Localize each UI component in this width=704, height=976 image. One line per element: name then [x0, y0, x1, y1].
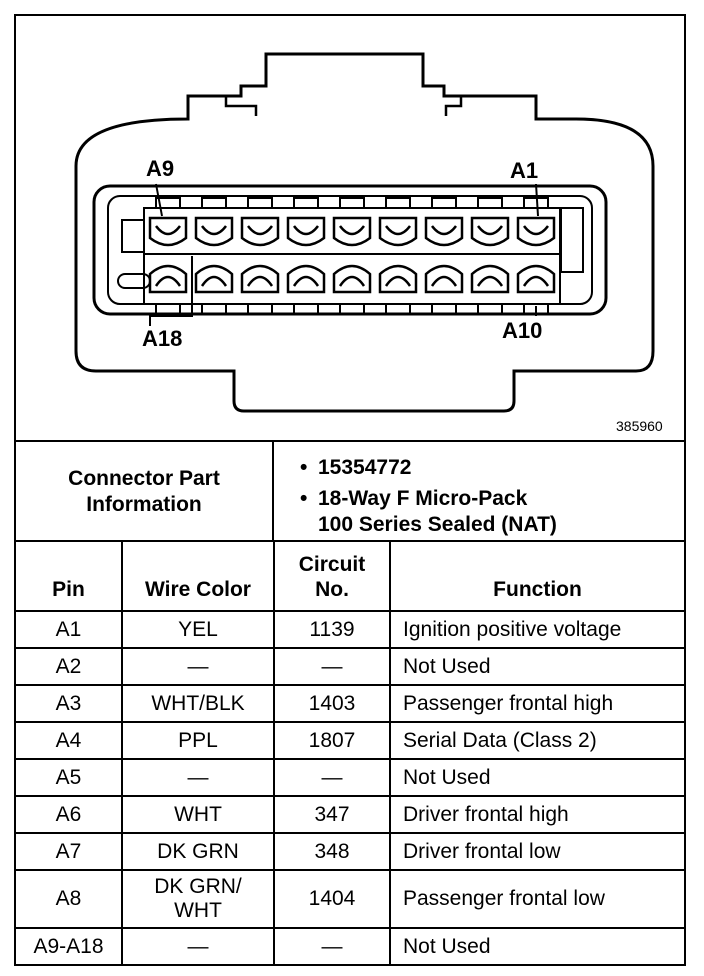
pin-label-a9: A9	[146, 156, 175, 181]
cell-circuit: —	[273, 758, 391, 797]
bullet-icon: •	[300, 487, 308, 510]
pin-label-a1: A1	[510, 158, 539, 183]
cell-pin: A7	[16, 832, 123, 871]
cell-function: Not Used	[389, 647, 684, 686]
connector-part-information: Connector Part Information • 15354772 • …	[16, 440, 684, 542]
table-row: A5 — — Not Used	[16, 758, 684, 797]
cell-wire-color-line2: WHT	[174, 899, 222, 922]
cell-pin: A9-A18	[16, 927, 123, 964]
leader-a18	[149, 256, 193, 326]
cell-wire-color: DK GRN/ WHT	[121, 869, 275, 929]
cell-function: Ignition positive voltage	[389, 610, 684, 649]
cell-wire-color-line1: DK GRN/	[154, 875, 242, 898]
left-guide	[121, 219, 145, 253]
leader-a1	[535, 183, 539, 217]
top-tab-row	[155, 197, 549, 209]
cell-function: Driver frontal low	[389, 832, 684, 871]
pin-table: Pin Wire Color Circuit No. Function A1 Y…	[16, 540, 684, 964]
right-guide	[560, 207, 584, 273]
cell-wire-color: PPL	[121, 721, 275, 760]
cell-pin: A4	[16, 721, 123, 760]
cell-function: Not Used	[389, 758, 684, 797]
cell-pin: A2	[16, 647, 123, 686]
leader-a9	[155, 183, 163, 217]
cell-pin: A6	[16, 795, 123, 834]
cell-function: Not Used	[389, 927, 684, 964]
description-item: • 18-Way F Micro-Pack 100 Series Sealed …	[300, 486, 557, 538]
cell-circuit: —	[273, 927, 391, 964]
description-line2: 100 Series Sealed (NAT)	[318, 513, 557, 536]
cell-pin: A5	[16, 758, 123, 797]
left-slot	[117, 273, 151, 289]
cell-circuit: 1139	[273, 610, 391, 649]
header-circuit-line2: No.	[315, 578, 349, 601]
table-row: A4 PPL 1807 Serial Data (Class 2)	[16, 721, 684, 760]
description-line1: 18-Way F Micro-Pack	[318, 487, 528, 510]
connector-body-outline	[74, 52, 655, 413]
cell-function: Passenger frontal high	[389, 684, 684, 723]
pin-label-a10: A10	[502, 318, 543, 343]
latch-right-notch	[444, 96, 463, 116]
top-row-cavities	[148, 216, 556, 247]
cell-function: Driver frontal high	[389, 795, 684, 834]
cell-wire-color: —	[121, 758, 275, 797]
connector-face-outer	[92, 184, 608, 316]
cell-circuit: —	[273, 647, 391, 686]
cell-circuit: 1403	[273, 684, 391, 723]
cell-function: Serial Data (Class 2)	[389, 721, 684, 760]
table-row: A2 — — Not Used	[16, 647, 684, 686]
cell-circuit: 1404	[273, 869, 391, 929]
pin-label-a18: A18	[142, 326, 183, 351]
cell-wire-color: WHT	[121, 795, 275, 834]
table-row: A7 DK GRN 348 Driver frontal low	[16, 832, 684, 871]
table-row: A6 WHT 347 Driver frontal high	[16, 795, 684, 834]
header-function: Function	[389, 540, 684, 612]
cell-wire-color: WHT/BLK	[121, 684, 275, 723]
bullet-icon: •	[300, 456, 308, 479]
header-pin: Pin	[16, 540, 123, 612]
cell-wire-color: —	[121, 647, 275, 686]
cell-circuit: 1807	[273, 721, 391, 760]
part-number: 15354772	[318, 456, 412, 479]
header-circuit: Circuit No.	[273, 540, 391, 612]
terminal-block	[143, 207, 561, 305]
cell-function: Passenger frontal low	[389, 869, 684, 929]
sheet-frame: A9 A1 A18 A10 385960 Connector Part Info…	[14, 14, 686, 966]
figure-number: 385960	[616, 418, 663, 434]
connector-face-inner	[107, 195, 593, 305]
info-value-cell: • 15354772 • 18-Way F Micro-Pack 100 Ser…	[274, 442, 684, 542]
info-label-cell: Connector Part Information	[16, 442, 274, 542]
table-row: A1 YEL 1139 Ignition positive voltage	[16, 610, 684, 649]
cell-circuit: 347	[273, 795, 391, 834]
table-row: A3 WHT/BLK 1403 Passenger frontal high	[16, 684, 684, 723]
table-row: A8 DK GRN/ WHT 1404 Passenger frontal lo…	[16, 869, 684, 929]
cell-wire-color: YEL	[121, 610, 275, 649]
cell-pin: A1	[16, 610, 123, 649]
table-row: A9-A18 — — Not Used	[16, 927, 684, 964]
header-circuit-line1: Circuit	[298, 553, 366, 576]
cell-wire-color: DK GRN	[121, 832, 275, 871]
header-wire-color: Wire Color	[121, 540, 275, 612]
connector-diagram: A9 A1 A18 A10 385960	[16, 16, 684, 440]
connector-drawing	[74, 52, 655, 413]
cell-circuit: 348	[273, 832, 391, 871]
table-header-row: Pin Wire Color Circuit No. Function	[16, 540, 684, 612]
bottom-row-cavities	[148, 264, 556, 294]
cell-pin: A8	[16, 869, 123, 929]
cell-wire-color: —	[121, 927, 275, 964]
part-number-item: • 15354772	[300, 456, 412, 480]
latch-left-notch	[224, 96, 258, 116]
cell-pin: A3	[16, 684, 123, 723]
info-label: Connector Part Information	[68, 467, 220, 516]
